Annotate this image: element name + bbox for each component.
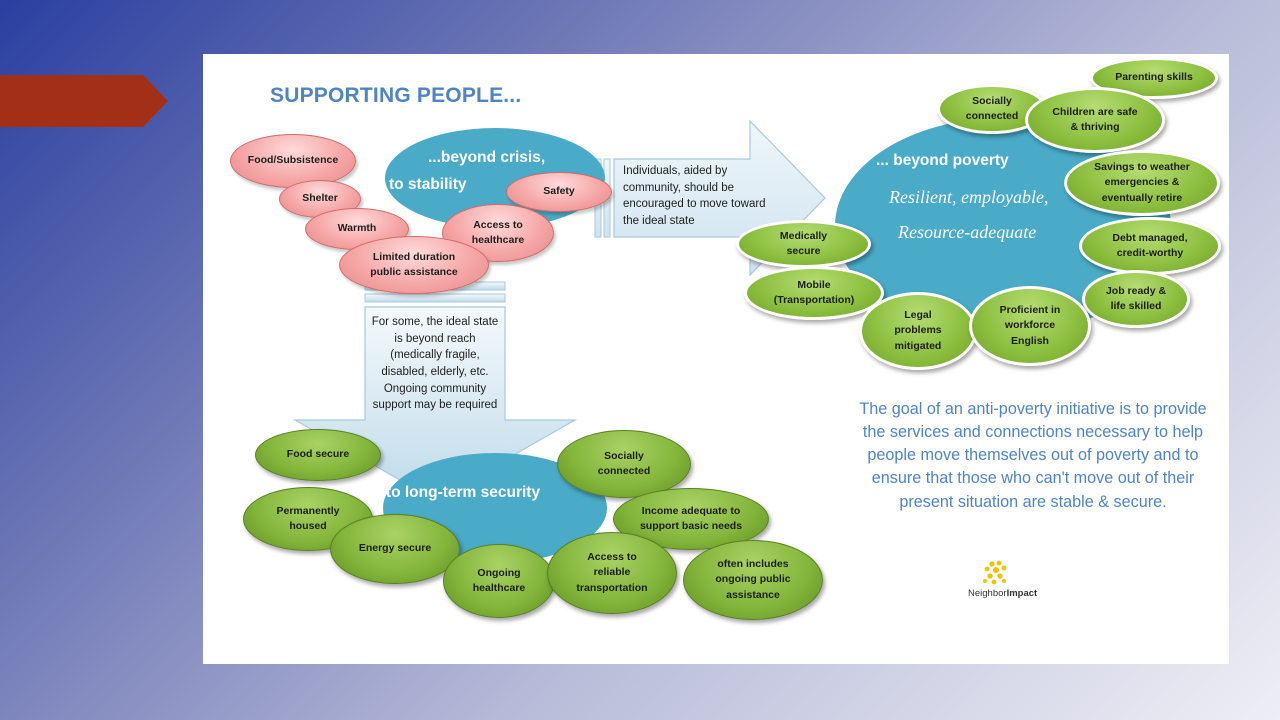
slide: SUPPORTING PEOPLE... ...beyond crisis, t… bbox=[203, 54, 1229, 664]
bubble-warmth: Warmth bbox=[305, 208, 409, 250]
poverty-label-line2: Resilient, employable, bbox=[889, 187, 1049, 207]
bubble-ongoing-healthcare: Ongoing healthcare bbox=[443, 544, 555, 618]
bubble-proficient-english: Proficient in workforce English bbox=[969, 286, 1091, 366]
right-arrow-text: Individuals, aided by community, should … bbox=[623, 165, 766, 228]
crisis-label-line1: ...beyond crisis, bbox=[428, 149, 546, 166]
down-arrow-text: For some, the ideal state is beyond reac… bbox=[371, 316, 499, 412]
bubble-energy-secure: Energy secure bbox=[330, 514, 460, 584]
neighborimpact-logo-icon bbox=[983, 560, 1007, 585]
bubble-ongoing-assistance: often includes ongoing public assistance bbox=[683, 540, 823, 620]
bubble-legal-problems: Legal problems mitigated bbox=[859, 292, 977, 370]
bubble-food-secure: Food secure bbox=[255, 429, 381, 481]
bubble-access-transportation: Access to reliable transportation bbox=[547, 532, 677, 614]
bubble-socially-connected-bottom: Socially connected bbox=[557, 430, 691, 498]
bubble-shelter: Shelter bbox=[279, 180, 361, 218]
page-title: SUPPORTING PEOPLE... bbox=[270, 84, 522, 107]
crisis-label-line2: to stability bbox=[389, 176, 467, 193]
bubble-debt-managed: Debt managed, credit-worthy bbox=[1079, 217, 1221, 275]
logo-text-bold: Impact bbox=[1006, 588, 1038, 599]
goal-statement: The goal of an anti-poverty initiative i… bbox=[859, 400, 1207, 511]
bubble-access-healthcare: Access to healthcare bbox=[442, 204, 554, 262]
security-label: ...to long-term security bbox=[373, 484, 541, 501]
logo-text: NeighborImpact bbox=[968, 588, 1037, 599]
poverty-label-line3: Resource-adequate bbox=[898, 222, 1037, 242]
logo-text-plain: Neighbor bbox=[968, 588, 1007, 599]
bubble-food-subsistence: Food/Subsistence bbox=[230, 134, 356, 188]
bubble-safety: Safety bbox=[506, 172, 612, 212]
bubble-children-safe: Children are safe & thriving bbox=[1025, 87, 1165, 153]
bubble-job-ready: Job ready & life skilled bbox=[1082, 270, 1190, 328]
poverty-label-line1: ... beyond poverty bbox=[876, 152, 1009, 169]
bubble-mobile: Mobile (Transportation) bbox=[744, 266, 884, 320]
bubble-medically-secure: Medically secure bbox=[736, 220, 871, 268]
bubble-limited-assistance: Limited duration public assistance bbox=[339, 236, 489, 294]
bubble-savings: Savings to weather emergencies & eventua… bbox=[1064, 150, 1220, 216]
bubble-parenting-skills: Parenting skills bbox=[1090, 57, 1218, 99]
red-arrow-flag bbox=[0, 75, 168, 127]
